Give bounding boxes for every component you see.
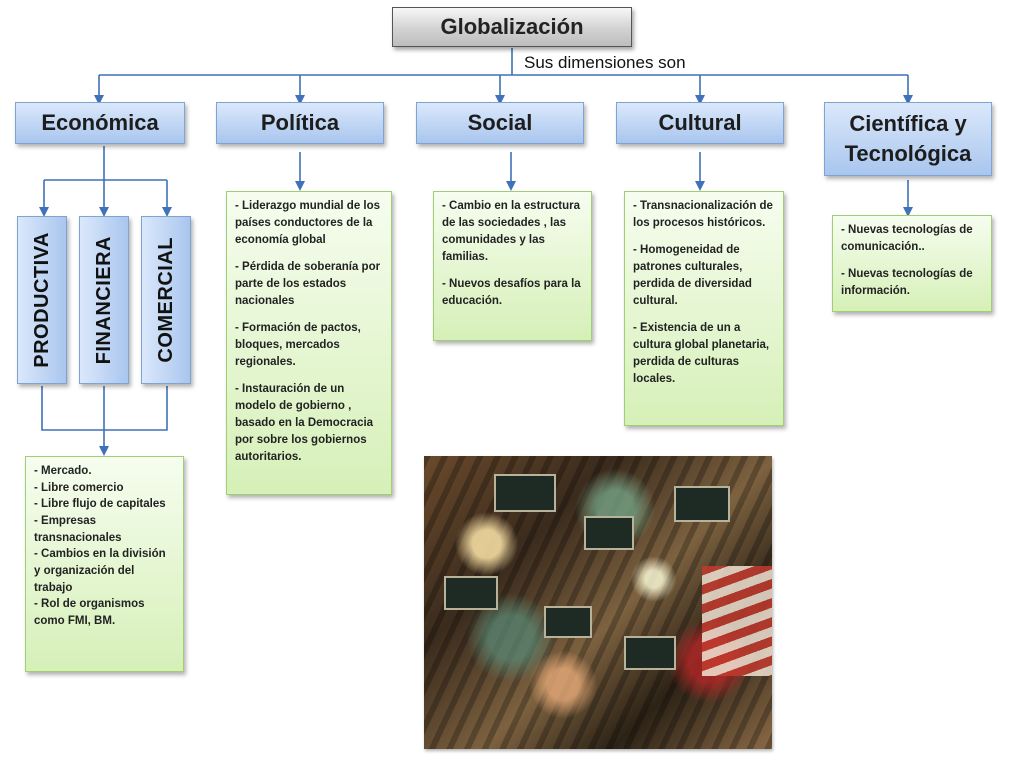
politica-item: - Pérdida de soberanía por parte de los … [235, 261, 381, 308]
dimension-social-label: Social [467, 110, 533, 136]
connector-label: Sus dimensiones son [524, 53, 686, 72]
dimension-cientifica: Científica y Tecnológica [824, 102, 992, 176]
cultural-item: - Existencia de un a cultura global plan… [633, 322, 770, 386]
dimension-politica-label: Política [260, 110, 340, 136]
politica-note: - Liderazgo mundial de los países conduc… [226, 191, 392, 495]
monitor-shape [584, 516, 634, 550]
cientifica-item: - Nuevas tecnologías de información. [841, 268, 973, 298]
sub-productiva-label: PRODUCTIVA [30, 232, 53, 368]
economica-item: - Cambios en la división y organización … [34, 548, 166, 594]
politica-item: - Formación de pactos, bloques, mercados… [235, 322, 361, 369]
root-node: Globalización [392, 7, 632, 47]
sub-productiva: PRODUCTIVA [17, 216, 67, 384]
cientifica-item: - Nuevas tecnologías de comunicación.. [841, 224, 973, 254]
economica-item: - Rol de organismos como FMI, BM. [34, 598, 145, 628]
dimension-economica-label: Económica [41, 110, 159, 136]
dimension-cultural: Cultural [616, 102, 784, 144]
cientifica-note: - Nuevas tecnologías de comunicación.. -… [832, 215, 992, 312]
dimension-social: Social [416, 102, 584, 144]
social-note: - Cambio en la estructura de las socieda… [433, 191, 592, 341]
sub-comercial: COMERCIAL [141, 216, 191, 384]
sub-financiera: FINANCIERA [79, 216, 129, 384]
monitor-shape [544, 606, 592, 638]
cultural-item: - Transnacionalización de los procesos h… [633, 200, 773, 230]
economica-item: - Empresas transnacionales [34, 515, 122, 544]
social-item: - Nuevos desafíos para la educación. [442, 278, 581, 308]
sub-comercial-label: COMERCIAL [154, 237, 177, 363]
root-title: Globalización [440, 14, 584, 39]
dimension-politica: Política [216, 102, 384, 144]
economica-merge-line [41, 386, 168, 431]
monitor-shape [444, 576, 498, 610]
cultural-note: - Transnacionalización de los procesos h… [624, 191, 784, 426]
dimension-cultural-label: Cultural [658, 110, 742, 136]
social-item: - Cambio en la estructura de las socieda… [442, 200, 581, 264]
monitor-shape [624, 636, 676, 670]
politica-item: - Liderazgo mundial de los países conduc… [235, 200, 381, 247]
economica-item: - Mercado. [34, 465, 92, 477]
politica-item: - Instauración de un modelo de gobierno … [235, 383, 374, 464]
economica-item: - Libre comercio [34, 481, 124, 494]
monitor-shape [674, 486, 730, 522]
sub-financiera-label: FINANCIERA [92, 235, 115, 365]
cultural-item: - Homogeneidad de patrones culturales, p… [633, 244, 752, 308]
economica-item: - Libre flujo de capitales [34, 498, 166, 511]
economica-note: - Mercado. - Libre comercio - Libre fluj… [25, 456, 184, 672]
flag-shape [702, 566, 772, 676]
monitor-shape [494, 474, 556, 512]
dimension-economica: Económica [15, 102, 185, 144]
dimension-cientifica-label: Científica y Tecnológica [844, 111, 972, 166]
stock-exchange-photo [424, 456, 772, 749]
